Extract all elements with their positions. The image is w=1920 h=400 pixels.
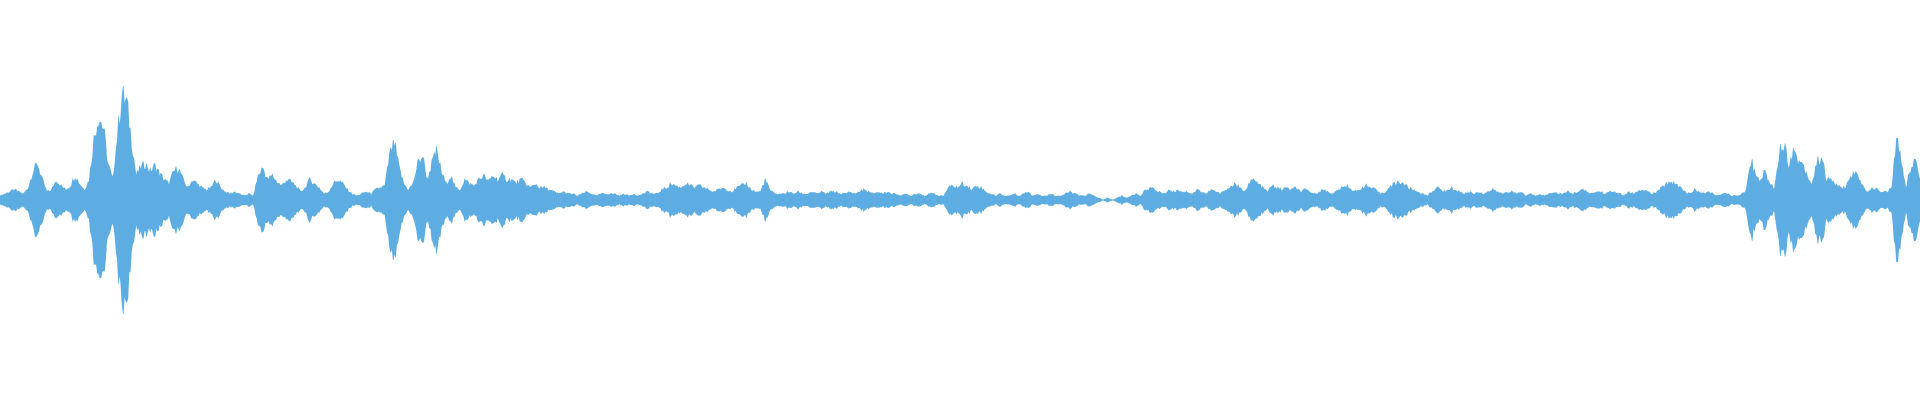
audio-waveform xyxy=(0,85,1920,315)
